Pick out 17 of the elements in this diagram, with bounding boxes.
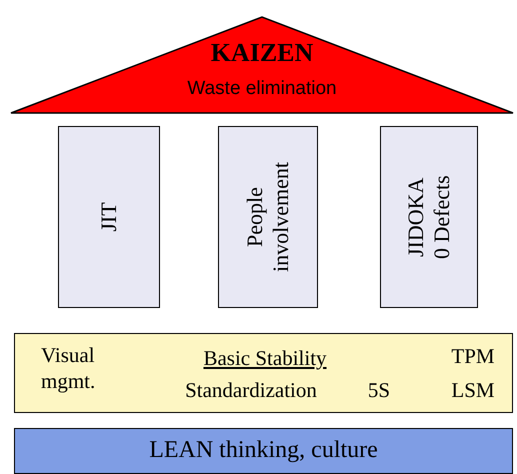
pillar-box [58,126,160,308]
pillar-label: JIT [96,202,122,232]
pillar-box [380,126,478,308]
subheading: Waste elimination [187,78,337,100]
band-label: Standardization [185,378,317,403]
pillar-label: JIDOKA 0 Defects [403,174,455,261]
band-label: 5S [368,378,390,403]
band-label: TPM [451,344,495,369]
band-label: Basic Stability [203,346,327,371]
pillar-label: People involvement [242,162,294,272]
base-label: LEAN thinking, culture [149,437,378,464]
base-band [14,428,513,474]
foundation-band [14,333,513,413]
heading: KAIZEN [210,38,314,68]
pillar-box [218,126,318,308]
band-label: LSM [451,378,495,403]
band-label: Visual mgmt. [41,342,96,394]
